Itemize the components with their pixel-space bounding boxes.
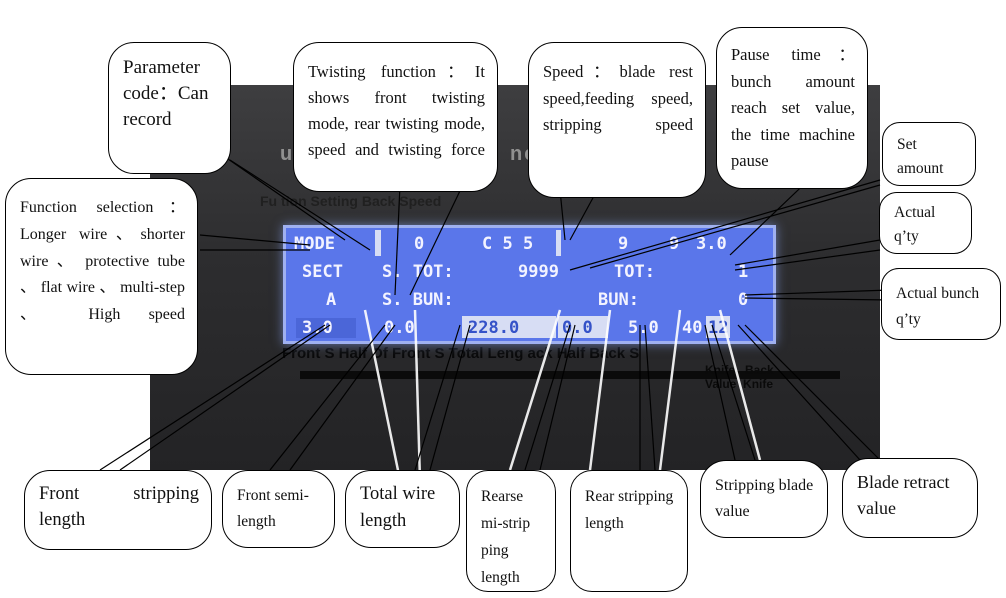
lcd-front-semi-value: 0.0: [384, 318, 415, 338]
lcd-bun-label: BUN:: [598, 290, 639, 310]
callout-rear-stripping-length: Rear stripping length: [570, 470, 688, 592]
callout-set-amount: Set amount: [882, 122, 976, 186]
callout-function-selection: Function selection：Longer wire、shorter w…: [5, 178, 198, 375]
lcd-divider: [375, 230, 381, 256]
lcd-stot-label: S. TOT:: [382, 262, 454, 282]
lcd-stot-value: 9999: [518, 262, 559, 282]
callout-twisting-function: Twisting function：It shows front twistin…: [293, 42, 498, 192]
lcd-r1-b: C 5 5: [482, 234, 534, 254]
lcd-tot-label: TOT:: [614, 262, 655, 282]
lcd-field-total: [462, 316, 556, 338]
lcd-front-strip-value: 3.0: [302, 318, 333, 338]
lcd-screen: MODE 0 C 5 5 9 9 3.0 SECT S. TOT: 9999 T…: [283, 225, 776, 344]
callout-parameter-code: Parameter code：Can record: [108, 42, 231, 174]
lcd-total-value: 228.0: [468, 318, 520, 338]
callout-speed: Speed：blade rest speed,feeding speed, st…: [528, 42, 706, 198]
callout-pause-time: Pause time：bunch amount reach set value,…: [716, 27, 868, 189]
lcd-tot-value: 1: [738, 262, 749, 282]
lcd-r1-c: 9: [618, 234, 629, 254]
callout-rear-semi-stripping-length: Rearse mi-strip ping length: [466, 470, 556, 592]
panel-knife-labels: Knife Back Value Knife: [705, 363, 774, 391]
lcd-rear-semi-value: 0.0: [562, 318, 593, 338]
lcd-mode: MODE: [294, 234, 335, 254]
callout-actual-qty: Actual q’ty: [879, 192, 972, 254]
lcd-divider: [556, 230, 561, 256]
lcd-r1-e: 3.0: [696, 234, 727, 254]
callout-front-semi-length: Front semi-length: [222, 470, 335, 548]
callout-stripping-blade-value: Stripping blade value: [700, 460, 828, 538]
panel-label-strip: Fu tion Setting Back Speed: [260, 193, 442, 209]
lcd-rear-strip-value: 5.0: [628, 318, 659, 338]
callout-front-stripping-length: Front stripping length: [24, 470, 212, 550]
lcd-r1-a: 0: [414, 234, 425, 254]
lcd-sbun-label: S. BUN:: [382, 290, 454, 310]
panel-button-bar: [300, 371, 840, 379]
callout-blade-retract-value: Blade retract value: [842, 458, 978, 538]
callout-actual-bunch-qty: Actual bunch q’ty: [881, 268, 1001, 340]
lcd-strip-blade-value: 40: [682, 318, 703, 338]
lcd-section-letter: A: [326, 290, 337, 310]
lcd-bun-value: 0: [738, 290, 749, 310]
lcd-field-rear-semi: [558, 316, 608, 338]
lcd-sect: SECT: [302, 262, 343, 282]
callout-total-wire-length: Total wire length: [345, 470, 460, 548]
